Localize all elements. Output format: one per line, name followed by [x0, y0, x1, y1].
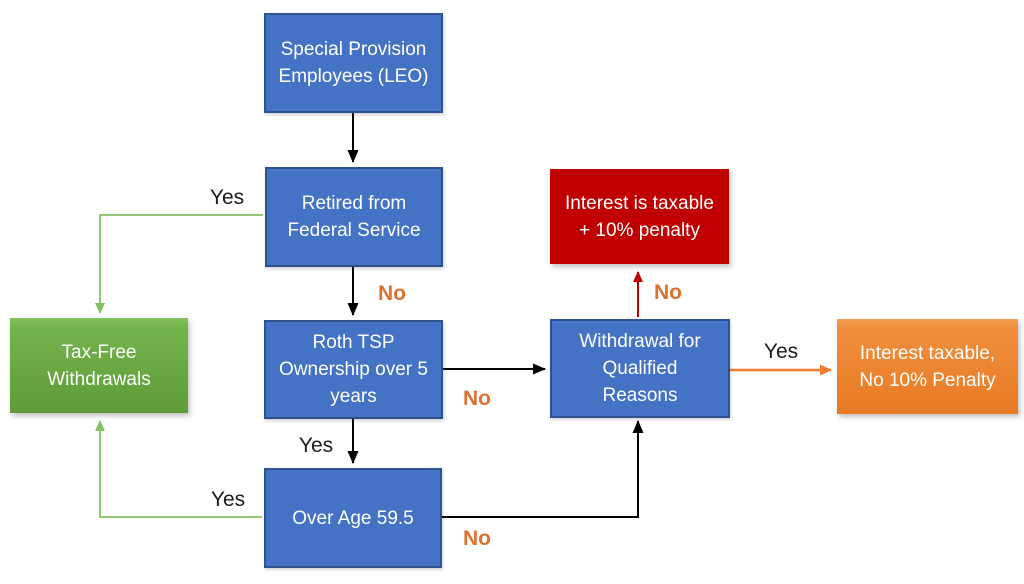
edge-label-withdrawal-yes: Yes	[763, 340, 799, 363]
edge-label-overage-no: No	[463, 527, 491, 550]
node-interest-taxable-no-penalty: Interest taxable, No 10% Penalty	[837, 319, 1018, 414]
edge-overage-yes-to-taxfree	[95, 420, 262, 518]
node-tax-free-withdrawals: Tax-Free Withdrawals	[10, 318, 188, 413]
edge-label-retired-yes: Yes	[209, 186, 245, 209]
edge-retired-yes-to-taxfree	[95, 214, 263, 314]
node-interest-taxable-penalty: Interest is taxable + 10% penalty	[550, 169, 729, 264]
edge-label-overage-yes: Yes	[210, 488, 246, 511]
node-over-age-59-5: Over Age 59.5	[264, 468, 442, 568]
edge-label-roth-yes: Yes	[298, 434, 334, 457]
edge-overage-no-to-withdrawal	[440, 420, 644, 518]
edge-label-roth-no: No	[463, 387, 491, 410]
edge-label-withdrawal-no: No	[654, 281, 682, 304]
node-roth-tsp-ownership: Roth TSP Ownership over 5 years	[264, 320, 443, 419]
node-special-provision-employees: Special Provision Employees (LEO)	[264, 13, 443, 113]
node-retired-from-federal-service: Retired from Federal Service	[265, 167, 443, 267]
edge-label-retired-no: No	[378, 282, 406, 305]
node-withdrawal-qualified-reasons: Withdrawal for Qualified Reasons	[550, 319, 730, 418]
